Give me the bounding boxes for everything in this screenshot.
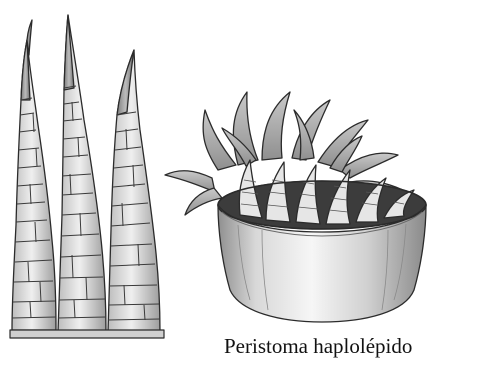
capsule-peristome — [165, 92, 426, 322]
tooth-middle — [58, 15, 106, 332]
teeth-base — [10, 330, 164, 338]
tooth-left — [12, 20, 56, 330]
segmented-teeth — [10, 15, 164, 338]
tooth-right — [108, 50, 160, 332]
figure-caption: Peristoma haplolépido — [224, 333, 494, 359]
